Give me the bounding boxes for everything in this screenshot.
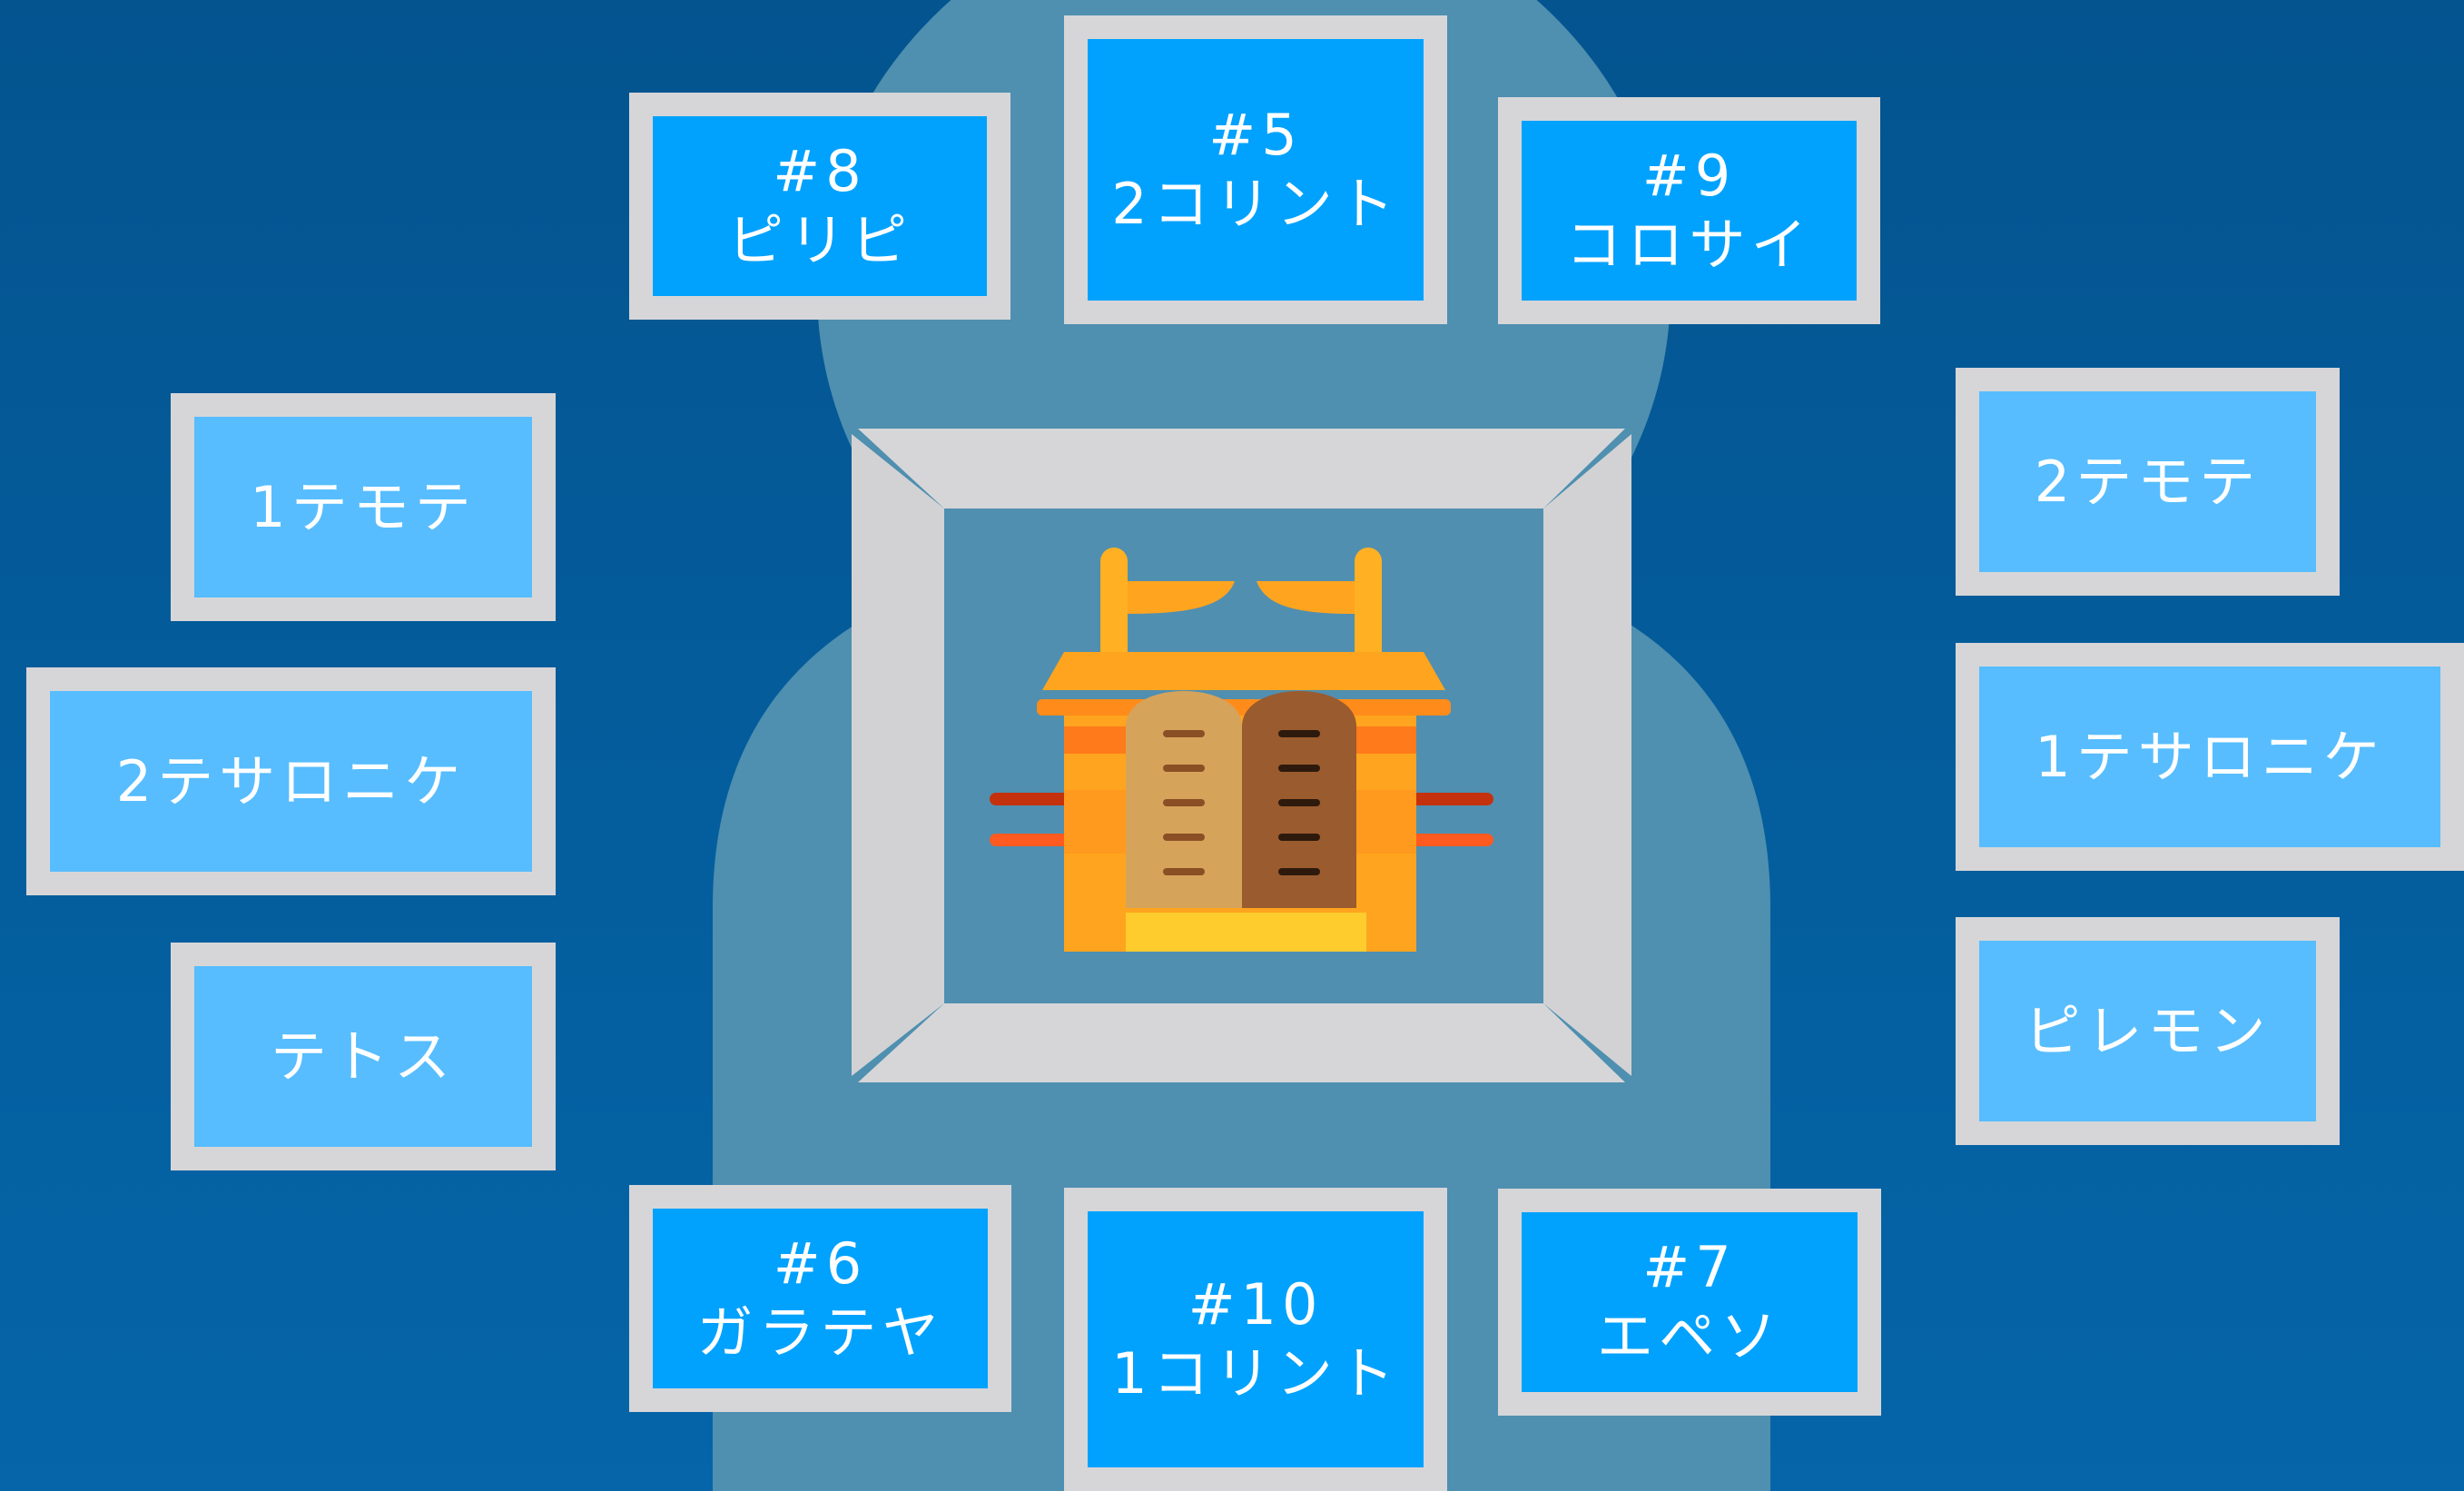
- tile-philemon[interactable]: ピレモン: [1956, 917, 2340, 1145]
- tile-label: 1テサロニケ: [2035, 723, 2385, 790]
- tile-ephesians-face: #7 エペソ: [1522, 1212, 1858, 1392]
- tile-label: ガラテヤ: [696, 1299, 944, 1366]
- tile-label: 1コリント: [1111, 1340, 1400, 1407]
- tile-2-thessalonians[interactable]: 2テサロニケ: [26, 667, 556, 895]
- tile-galatians-face: #6 ガラテヤ: [653, 1209, 988, 1388]
- tile-1-thessalonians[interactable]: 1テサロニケ: [1956, 643, 2464, 871]
- tile-label: ピリピ: [726, 207, 912, 273]
- tile-colossians[interactable]: #9 コロサイ: [1498, 97, 1880, 324]
- tile-number: #7: [1642, 1234, 1737, 1301]
- tile-2-thessalonians-face: 2テサロニケ: [50, 691, 532, 872]
- tile-label: ピレモン: [2024, 997, 2272, 1064]
- tile-number: #8: [773, 138, 867, 205]
- tile-label: 2テモテ: [2034, 448, 2262, 515]
- tile-1-corinthians-face: #10 1コリント: [1088, 1211, 1424, 1467]
- tile-2-corinthians[interactable]: #5 2コリント: [1064, 15, 1447, 324]
- tile-2-corinthians-face: #5 2コリント: [1088, 39, 1424, 301]
- tile-number: #9: [1641, 143, 1737, 210]
- tile-label: エペソ: [1596, 1303, 1782, 1369]
- tile-2-timothy-face: 2テモテ: [1979, 391, 2316, 572]
- tile-philippians-face: #8 ピリピ: [653, 116, 987, 296]
- tile-number: #5: [1208, 102, 1303, 169]
- tile-titus[interactable]: テトス: [171, 943, 556, 1170]
- tile-colossians-face: #9 コロサイ: [1522, 121, 1857, 301]
- tile-ephesians[interactable]: #7 エペソ: [1498, 1189, 1881, 1416]
- tile-1-thessalonians-face: 1テサロニケ: [1979, 667, 2440, 847]
- tile-label: 2テサロニケ: [115, 747, 467, 815]
- tile-1-timothy-face: 1テモテ: [194, 417, 532, 597]
- tile-1-timothy[interactable]: 1テモテ: [171, 393, 556, 621]
- tile-1-corinthians[interactable]: #10 1コリント: [1064, 1188, 1447, 1491]
- tile-number: #6: [773, 1230, 868, 1298]
- ark-of-the-covenant-icon: [990, 548, 1493, 952]
- tile-number: #10: [1188, 1271, 1324, 1338]
- tile-2-timothy[interactable]: 2テモテ: [1956, 368, 2340, 596]
- tile-philemon-face: ピレモン: [1979, 941, 2316, 1121]
- tile-label: テトス: [270, 1022, 456, 1090]
- tile-titus-face: テトス: [194, 966, 532, 1147]
- tile-label: コロサイ: [1565, 212, 1813, 278]
- tile-philippians[interactable]: #8 ピリピ: [629, 93, 1010, 320]
- tile-label: 2コリント: [1111, 171, 1400, 237]
- tile-galatians[interactable]: #6 ガラテヤ: [629, 1185, 1011, 1412]
- tile-label: 1テモテ: [250, 473, 477, 540]
